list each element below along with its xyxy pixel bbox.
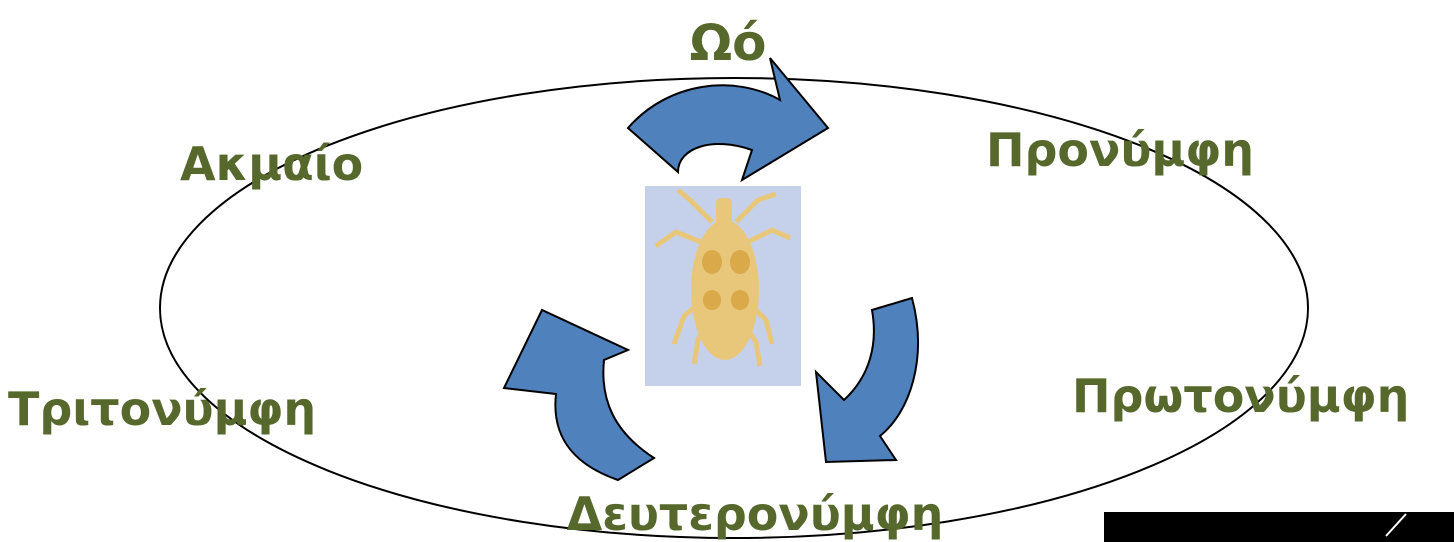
stage-label-adult: Ακμαίο: [180, 137, 363, 191]
dark-corner-image: [1104, 512, 1454, 542]
cycle-arrow-left: [504, 310, 654, 480]
stage-label-larva: Προνύμφη: [986, 123, 1254, 177]
stage-label-tritonymph: Τριτονύμφη: [8, 382, 316, 436]
stage-label-protonymph: Πρωτονύμφη: [1072, 369, 1409, 423]
stage-label-egg: Ωό: [690, 14, 767, 72]
cycle-arrow-right: [816, 298, 918, 462]
stage-label-deutonymph: Δευτερονύμφη: [567, 487, 944, 541]
mite-photo: [645, 186, 801, 386]
cycle-arrow-top: [628, 58, 828, 180]
